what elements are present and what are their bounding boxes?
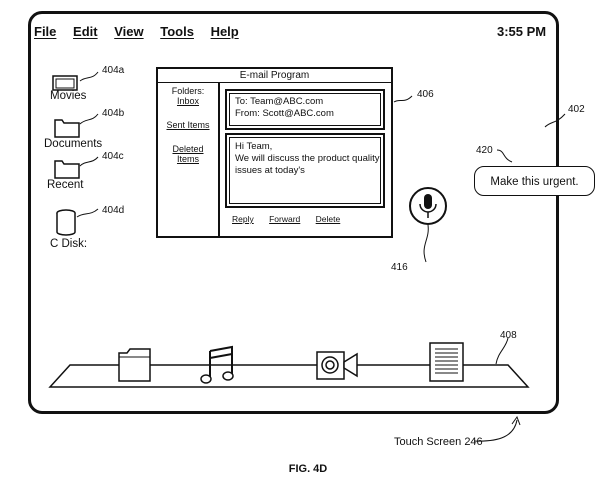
folder-icon[interactable] <box>52 75 78 91</box>
speech-bubble: Make this urgent. <box>474 166 595 196</box>
ref-420: 420 <box>476 145 493 156</box>
ref-406: 406 <box>417 89 434 100</box>
folder-icon[interactable] <box>54 119 80 138</box>
folder-icon[interactable] <box>118 348 151 382</box>
folders-pane: Folders: Inbox Sent Items Deleted Items <box>158 82 220 236</box>
ref-402: 402 <box>568 104 585 115</box>
folder-deleted-items-line1[interactable]: Deleted <box>172 144 204 154</box>
folder-deleted-items-line2[interactable]: Items <box>176 154 199 164</box>
email-window-title: E-mail Program <box>158 69 391 83</box>
ref-416: 416 <box>391 262 408 273</box>
touch-screen-label: Touch Screen 246 <box>394 436 483 448</box>
email-body-line2: We will discuss the product quality <box>235 153 380 164</box>
folder-sent-items[interactable]: Sent Items <box>166 120 210 130</box>
video-camera-icon[interactable] <box>316 351 358 380</box>
ref-404d: 404d <box>102 205 125 216</box>
ref-404c: 404c <box>102 151 124 162</box>
ref-408: 408 <box>500 330 517 341</box>
folder-inbox[interactable]: Inbox <box>176 96 200 106</box>
reply-button[interactable]: Reply <box>232 214 254 224</box>
email-actions: Reply Forward Delete <box>232 214 353 224</box>
figure-caption: FIG. 4D <box>288 463 328 475</box>
email-to: To: Team@ABC.com <box>235 96 324 107</box>
menu-edit[interactable]: Edit <box>73 24 98 39</box>
email-body-pane[interactable]: Hi Team, We will discuss the product qua… <box>225 133 385 208</box>
email-header-pane: To: Team@ABC.com From: Scott@ABC.com <box>225 89 385 130</box>
icon-label-recent: Recent <box>47 179 84 191</box>
folder-icon[interactable] <box>54 160 80 179</box>
icon-label-c-disk: C Disk: <box>50 238 88 250</box>
email-body-line3: issues at today's <box>235 165 305 176</box>
forward-button[interactable]: Forward <box>269 214 301 224</box>
music-icon[interactable] <box>200 345 234 384</box>
ref-404a: 404a <box>102 65 125 76</box>
icon-label-movies: Movies <box>50 90 87 102</box>
menu-tools[interactable]: Tools <box>160 24 194 39</box>
ref-404b: 404b <box>102 108 125 119</box>
menu-help[interactable]: Help <box>210 24 239 39</box>
email-from: From: Scott@ABC.com <box>235 108 334 119</box>
email-body-line1: Hi Team, <box>235 141 273 152</box>
microphone-icon[interactable] <box>409 187 447 225</box>
menu-bar: File Edit View Tools Help <box>34 24 252 39</box>
delete-button[interactable]: Delete <box>315 214 341 224</box>
icon-label-documents: Documents <box>44 138 103 150</box>
menu-file[interactable]: File <box>34 24 57 39</box>
menu-view[interactable]: View <box>114 24 144 39</box>
folders-label: Folders: <box>171 86 205 96</box>
document-icon[interactable] <box>429 342 464 382</box>
email-window[interactable]: E-mail Program Folders: Inbox Sent Items… <box>156 67 393 238</box>
clock: 3:55 PM <box>497 24 547 39</box>
disk-icon[interactable] <box>56 209 76 236</box>
